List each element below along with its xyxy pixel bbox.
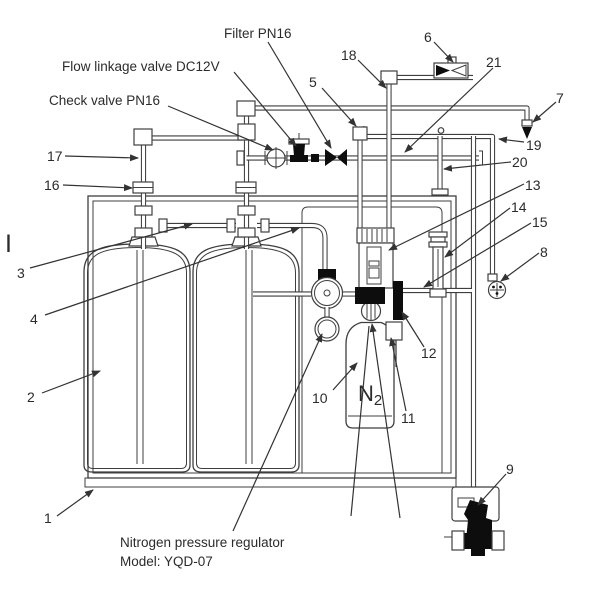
part-label-13: 13 <box>525 177 541 193</box>
leader-regulator <box>232 333 323 532</box>
leader-10 <box>332 362 358 391</box>
part-label-9: 9 <box>506 461 514 477</box>
check-valve <box>264 147 288 169</box>
leader-lines <box>29 41 557 532</box>
part-label-21: 21 <box>486 54 502 70</box>
section-mark: I <box>5 230 12 258</box>
part-label-14: 14 <box>511 199 527 215</box>
leader-filter <box>267 41 332 149</box>
leader-cylinder-valve <box>369 323 401 519</box>
part-label-1: 1 <box>44 510 52 526</box>
part-label-10: 10 <box>312 390 328 406</box>
part-label-4: 4 <box>30 311 38 327</box>
right-tee-cap-bottom <box>237 227 256 238</box>
leader-4 <box>44 227 300 316</box>
filter <box>325 149 347 166</box>
callout-check-valve: Check valve PN16 <box>49 93 160 108</box>
part-label-11: 11 <box>401 410 416 426</box>
leader-18 <box>357 59 387 89</box>
leader-19 <box>498 136 525 144</box>
part-label-3: 3 <box>17 265 25 281</box>
regulator-feed-pipe <box>257 222 328 269</box>
part-label-18: 18 <box>341 47 357 63</box>
flange <box>260 218 270 233</box>
leader-9 <box>477 473 507 506</box>
leader-17 <box>64 154 139 162</box>
flange <box>158 218 168 233</box>
leader-20 <box>443 161 512 172</box>
leader-1 <box>56 489 94 517</box>
leader-16 <box>62 184 133 192</box>
leader-cylinder-valve-2 <box>350 325 370 517</box>
regulator-gauge-lower <box>314 316 340 342</box>
part-label-15: 15 <box>532 214 548 230</box>
float-indicator <box>368 260 380 267</box>
labels: Filter PN16 Flow linkage valve DC12V Che… <box>5 26 564 569</box>
pressure-regulator <box>310 269 344 342</box>
left-tank <box>83 243 191 473</box>
relief-elbow-fitting <box>380 70 398 85</box>
outlet-nozzle-7 <box>521 119 533 139</box>
base-plate <box>84 477 457 488</box>
leader-14 <box>444 207 511 258</box>
leader-13 <box>388 183 525 251</box>
leader-7 <box>532 101 557 123</box>
part-label-5: 5 <box>309 74 317 90</box>
flow-meter <box>355 227 395 304</box>
meter-manifold-block <box>355 287 385 304</box>
leader-6 <box>433 41 454 63</box>
left-elbow-fitting <box>133 128 153 146</box>
part-label-2: 2 <box>27 389 35 405</box>
leader-21 <box>404 67 494 153</box>
shutoff-block-12 <box>393 281 403 320</box>
flange <box>226 218 236 233</box>
leader-5 <box>321 87 357 127</box>
part-label-8: 8 <box>540 244 548 260</box>
distribution-pipe <box>357 133 496 279</box>
leader-15 <box>423 222 532 288</box>
part-label-20: 20 <box>512 154 528 170</box>
callout-flow-linkage-valve: Flow linkage valve DC12V <box>62 59 220 74</box>
inner-panel <box>301 206 443 473</box>
leader-flow-linkage-valve <box>233 71 297 147</box>
pipe-union <box>311 154 319 162</box>
riser-tee-fitting <box>237 123 256 141</box>
regulator-gauge-upper <box>310 276 344 310</box>
pipe21-end-cap <box>479 150 483 166</box>
leader-check-valve <box>167 105 274 151</box>
right-tank <box>192 243 300 473</box>
leader-3 <box>29 222 193 269</box>
part-label-12: 12 <box>421 345 437 361</box>
right-tee-cap-top <box>237 205 256 216</box>
part-label-16: 16 <box>44 177 60 193</box>
hand-valve-8 <box>487 273 507 300</box>
leader-12 <box>401 311 425 348</box>
row-flange <box>236 150 245 166</box>
callout-filter: Filter PN16 <box>224 26 292 41</box>
part-label-6: 6 <box>424 29 432 45</box>
elbow5-fitting <box>352 126 368 141</box>
motor-valve-9 <box>444 486 505 556</box>
leader-8 <box>500 252 540 282</box>
part-label-7: 7 <box>556 90 564 106</box>
elbow20-nub <box>437 127 445 134</box>
cylinder-valve <box>360 300 382 322</box>
flow-linkage-valve <box>288 133 310 162</box>
part-label-17: 17 <box>47 148 63 164</box>
dryer-tube-14 <box>428 231 448 298</box>
left-tee-cap-top <box>134 205 153 216</box>
leader-2 <box>41 370 101 394</box>
callout-regulator-line1: Nitrogen pressure regulator <box>120 535 285 550</box>
relief-line <box>386 74 473 231</box>
callout-regulator-line2: Model: YQD-07 <box>120 554 213 569</box>
right-elbow-fitting <box>236 100 256 117</box>
part-label-19: 19 <box>526 137 542 153</box>
leader-11 <box>389 337 407 412</box>
vent-stub-pipe <box>431 136 449 196</box>
